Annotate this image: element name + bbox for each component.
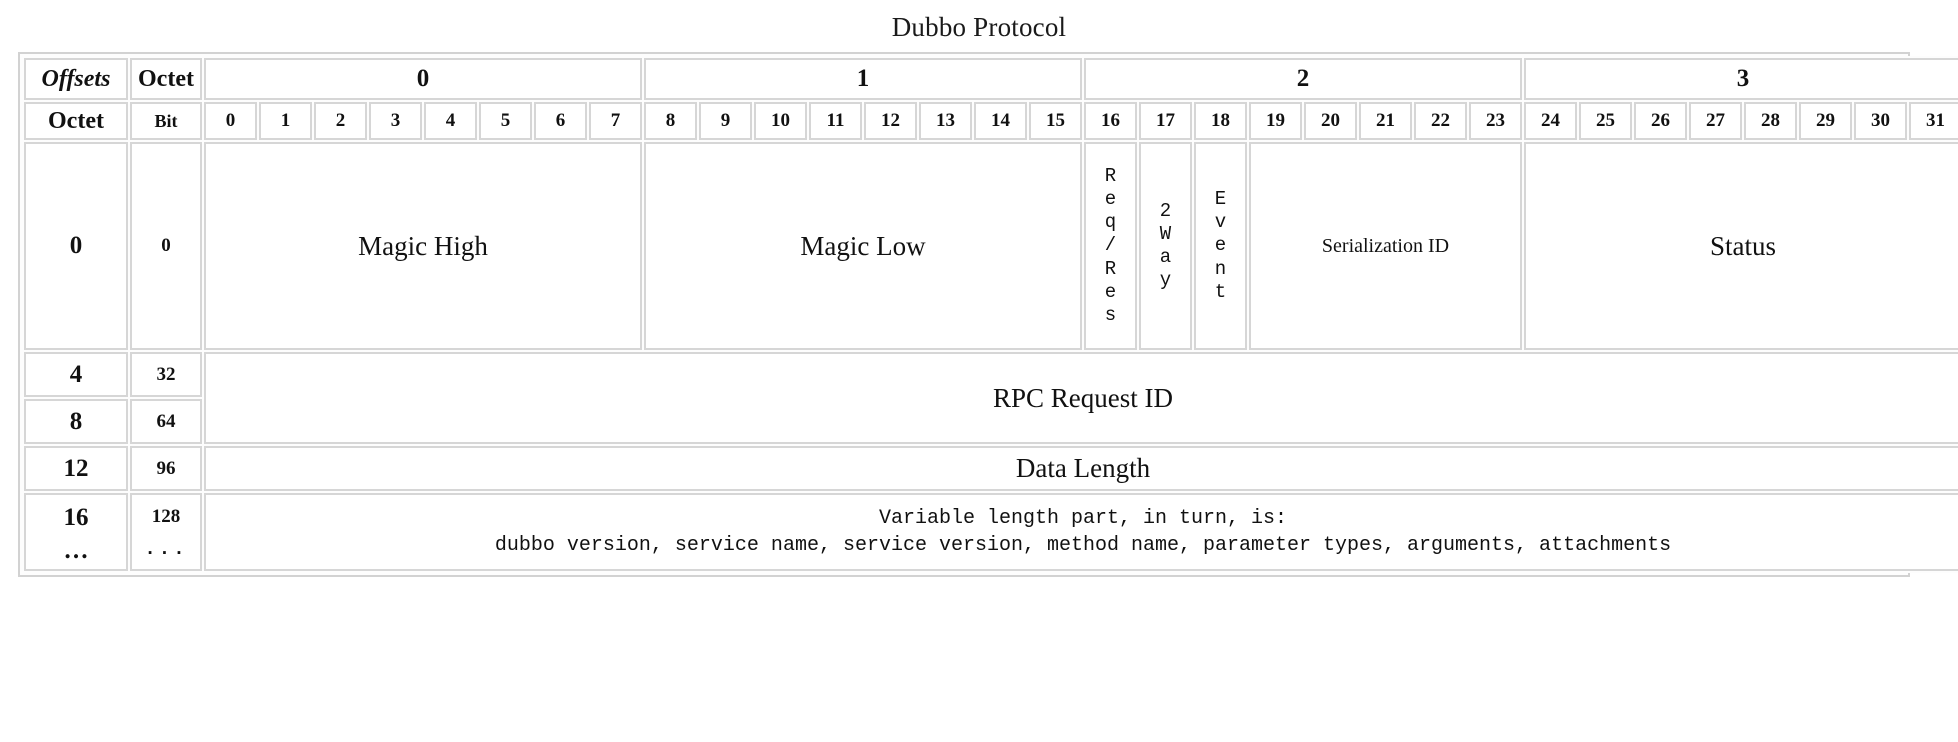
offset-bit-value-64: 64 — [130, 399, 202, 444]
bit-number-16: 16 — [1084, 102, 1137, 140]
field-event-label: E v e n t — [1214, 188, 1227, 303]
field-data-length: Data Length — [204, 446, 1958, 491]
field-req-res-label: R e q / R e s — [1104, 164, 1117, 326]
bit-number-1: 1 — [259, 102, 312, 140]
page-title: Dubbo Protocol — [891, 12, 1067, 42]
offset-octet-value-8: 8 — [24, 399, 128, 444]
bit-number-23: 23 — [1469, 102, 1522, 140]
bit-number-3: 3 — [369, 102, 422, 140]
bit-number-0: 0 — [204, 102, 257, 140]
bit-number-14: 14 — [974, 102, 1027, 140]
header-bit-label: Bit — [130, 102, 202, 140]
bit-number-9: 9 — [699, 102, 752, 140]
bit-number-15: 15 — [1029, 102, 1082, 140]
offset-octet-value-0: 0 — [24, 142, 128, 350]
bit-number-5: 5 — [479, 102, 532, 140]
bit-number-13: 13 — [919, 102, 972, 140]
packet-row-data-length: 12 96 Data Length — [24, 446, 1958, 491]
bit-number-8: 8 — [644, 102, 697, 140]
bit-number-4: 4 — [424, 102, 477, 140]
table-header-row-bits: Octet Bit 0 1 2 3 4 5 6 7 8 9 10 11 12 1… — [24, 102, 1958, 140]
bit-number-7: 7 — [589, 102, 642, 140]
bit-number-6: 6 — [534, 102, 587, 140]
bit-number-27: 27 — [1689, 102, 1742, 140]
offset-bit-value-128: 128 ... — [130, 493, 202, 571]
field-req-res: R e q / R e s — [1084, 142, 1137, 350]
bit-number-29: 29 — [1799, 102, 1852, 140]
field-2way: 2 W a y — [1139, 142, 1192, 350]
packet-structure-table: Offsets Octet 0 1 2 3 Octet Bit 0 1 2 3 … — [22, 56, 1958, 573]
field-event: E v e n t — [1194, 142, 1247, 350]
variable-part-line-1: Variable length part, in turn, is: — [878, 507, 1288, 530]
offset-octet-value-4: 4 — [24, 352, 128, 397]
field-variable-length-part: Variable length part, in turn, is: dubbo… — [204, 493, 1958, 571]
bit-number-20: 20 — [1304, 102, 1357, 140]
field-magic-low: Magic Low — [644, 142, 1082, 350]
bit-number-18: 18 — [1194, 102, 1247, 140]
packet-row-header: 0 0 Magic High Magic Low R e q / R e s 2… — [24, 142, 1958, 350]
octet-group-0: 0 — [204, 58, 642, 100]
offset-octet-16-continuation: … — [63, 537, 89, 565]
bit-number-30: 30 — [1854, 102, 1907, 140]
packet-row-rpc-request-id-2: 8 64 — [24, 399, 1958, 444]
field-serialization-id: Serialization ID — [1249, 142, 1522, 350]
packet-row-variable-part: 16 … 128 ... Variable length part, in tu… — [24, 493, 1958, 571]
octet-group-2: 2 — [1084, 58, 1522, 100]
bit-number-21: 21 — [1359, 102, 1412, 140]
header-octet-label: Octet — [24, 102, 128, 140]
field-2way-label: 2 W a y — [1159, 199, 1172, 292]
variable-part-line-2: dubbo version, service name, service ver… — [494, 534, 1672, 557]
field-magic-high: Magic High — [204, 142, 642, 350]
offset-bit-value-0: 0 — [130, 142, 202, 350]
bit-number-25: 25 — [1579, 102, 1632, 140]
offset-bit-128-continuation: ... — [144, 537, 188, 560]
header-offsets-label: Offsets — [24, 58, 128, 100]
octet-group-1: 1 — [644, 58, 1082, 100]
packet-table-container: Offsets Octet 0 1 2 3 Octet Bit 0 1 2 3 … — [18, 52, 1958, 577]
bit-number-31: 31 — [1909, 102, 1958, 140]
offset-bit-value-32: 32 — [130, 352, 202, 397]
bit-number-28: 28 — [1744, 102, 1797, 140]
offset-octet-value-16: 16 … — [24, 493, 128, 571]
bit-number-11: 11 — [809, 102, 862, 140]
field-rpc-request-id: RPC Request ID — [204, 352, 1958, 444]
offset-bit-128-number: 128 — [151, 505, 181, 527]
bit-number-2: 2 — [314, 102, 367, 140]
bit-number-12: 12 — [864, 102, 917, 140]
bit-number-26: 26 — [1634, 102, 1687, 140]
bit-number-24: 24 — [1524, 102, 1577, 140]
bit-number-17: 17 — [1139, 102, 1192, 140]
offset-bit-value-96: 96 — [130, 446, 202, 491]
offset-octet-16-number: 16 — [63, 504, 89, 532]
packet-row-rpc-request-id-1: 4 32 RPC Request ID — [24, 352, 1958, 444]
table-header-row-octet-groups: Offsets Octet 0 1 2 3 — [24, 58, 1958, 100]
offset-octet-value-12: 12 — [24, 446, 128, 491]
bit-number-22: 22 — [1414, 102, 1467, 140]
header-octet-label-top: Octet — [130, 58, 202, 100]
field-status: Status — [1524, 142, 1958, 350]
octet-group-3: 3 — [1524, 58, 1958, 100]
bit-number-19: 19 — [1249, 102, 1302, 140]
bit-number-10: 10 — [754, 102, 807, 140]
